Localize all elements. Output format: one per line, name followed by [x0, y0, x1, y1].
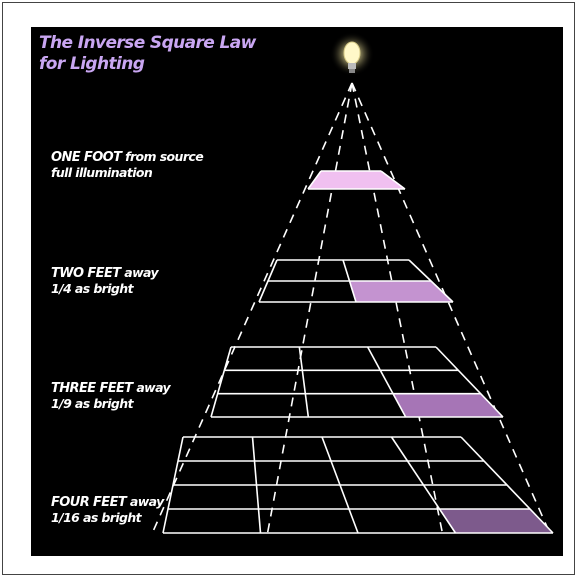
level-distance-suffix: away — [133, 380, 171, 395]
level-label-four-feet: FOUR FEET away 1/16 as bright — [51, 494, 271, 525]
level-distance: ONE FOOT — [51, 150, 121, 165]
level-brightness: 1/16 as bright — [51, 510, 271, 525]
title-line-2: for Lighting — [39, 54, 309, 75]
illuminated-cell — [308, 171, 405, 189]
light-ray-inner-right — [352, 83, 443, 536]
grid-level-2 — [259, 260, 453, 302]
light-ray-inner-left — [267, 83, 352, 536]
title-line-1: The Inverse Square Law — [39, 33, 309, 54]
level-distance-suffix: away — [126, 494, 164, 509]
illumination-grids — [163, 171, 553, 533]
diagram-title: The Inverse Square Law for Lighting — [39, 33, 309, 75]
level-distance: TWO FEET — [51, 266, 121, 281]
diagram-panel: The Inverse Square Law for Lighting ONE … — [31, 27, 563, 556]
level-label-two-feet: TWO FEET away 1/4 as bright — [51, 265, 271, 296]
illuminated-cell — [393, 394, 503, 417]
level-brightness: full illumination — [51, 165, 271, 180]
light-ray-right — [352, 83, 551, 536]
level-label-one-foot: ONE FOOT from source full illumination — [51, 149, 271, 180]
light-bulb-icon — [330, 32, 374, 76]
grid-level-1 — [308, 171, 405, 189]
level-brightness: 1/4 as bright — [51, 281, 271, 296]
level-distance: FOUR FEET — [51, 495, 126, 510]
figure-frame: The Inverse Square Law for Lighting ONE … — [2, 2, 575, 575]
level-distance-suffix: away — [121, 265, 159, 280]
grid-column-line — [299, 347, 308, 417]
level-label-three-feet: THREE FEET away 1/9 as bright — [51, 380, 271, 411]
level-distance: THREE FEET — [51, 381, 133, 396]
illuminated-cell — [440, 509, 554, 533]
level-brightness: 1/9 as bright — [51, 396, 271, 411]
grid-column-line — [368, 347, 406, 417]
illuminated-cell — [350, 281, 454, 302]
level-distance-suffix: from source — [121, 149, 203, 164]
